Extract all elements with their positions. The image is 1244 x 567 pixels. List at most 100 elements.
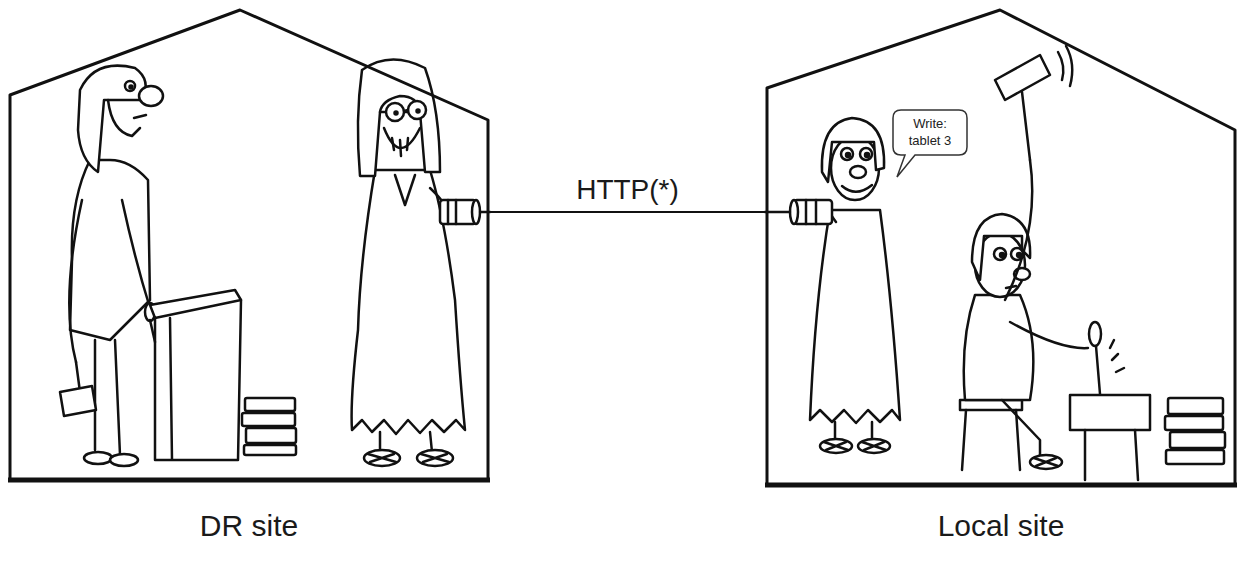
carver-figure-part — [1005, 160, 1032, 300]
carver-figure-part — [84, 452, 112, 464]
tablet-stack-part — [1166, 450, 1224, 464]
carver-figure-part — [1030, 455, 1062, 469]
caller-figure-part — [392, 138, 408, 156]
caller-figure-part — [352, 170, 465, 434]
stone-table-part — [1085, 430, 1138, 480]
house-walls — [767, 10, 1235, 485]
caller-figure-part — [850, 166, 866, 178]
tin-can-phone-part — [765, 211, 790, 214]
carver-figure — [60, 66, 163, 466]
caller-figure-part — [364, 450, 400, 466]
carver-figure-part — [1010, 322, 1088, 348]
carver-figure-part — [960, 400, 1022, 410]
tablet-stack-part — [242, 413, 295, 426]
tin-can-phone-part — [806, 200, 816, 224]
caller-figure-part — [404, 110, 408, 111]
stone-table-part — [1070, 395, 1150, 430]
string-line — [490, 211, 765, 213]
carver-figure-part — [964, 295, 1034, 400]
carver-figure-part — [995, 55, 1050, 100]
site-building: DR site — [8, 8, 490, 556]
bubble-shape — [893, 110, 967, 177]
site-name: Local site — [938, 508, 1065, 544]
carver-figure-part — [1058, 46, 1072, 86]
carver-figure-part — [1110, 340, 1124, 372]
carver-figure-part — [60, 386, 96, 416]
caller-figure — [352, 59, 465, 466]
caller-figure — [810, 118, 900, 453]
carver-figure-part — [95, 340, 120, 455]
tablet-stack-part — [246, 428, 296, 443]
site-building: Local site Write: tablet 3 — [765, 8, 1237, 556]
house-outline — [765, 8, 1237, 489]
caller-figure-part — [386, 103, 404, 121]
caller-figure-part — [858, 439, 890, 453]
carver-figure-part — [78, 66, 146, 172]
tin-can-phone — [765, 200, 832, 224]
caller-figure-part — [865, 153, 869, 157]
caller-figure-part — [384, 128, 420, 148]
caller-figure-part — [846, 153, 850, 157]
site-name: DR site — [200, 508, 298, 544]
caller-figure-part — [358, 59, 440, 176]
house-floor — [8, 478, 490, 483]
speech-text: Write: tablet 3 — [901, 116, 959, 149]
tablet-stack-part — [1168, 398, 1223, 414]
carver-figure-part — [122, 200, 150, 308]
stone-table — [150, 290, 241, 460]
carver-figure-part — [69, 200, 82, 362]
house-outline — [8, 8, 490, 484]
stone-table — [1070, 395, 1150, 480]
carver-figure-part — [134, 115, 146, 118]
carver-figure-part — [130, 86, 133, 89]
caller-figure-part — [368, 454, 396, 462]
carver-figure-part — [1089, 322, 1101, 346]
caller-figure-part — [822, 118, 884, 182]
caller-figure-part — [421, 454, 449, 462]
caller-figure-part — [831, 136, 879, 200]
stone-table-part — [155, 300, 241, 460]
house-floor — [765, 483, 1237, 488]
carver-figure-part — [110, 454, 138, 466]
protocol-label: HTTP(*) — [572, 174, 683, 206]
carver-figure-part — [962, 410, 1020, 470]
caller-figure-part — [862, 442, 886, 450]
stone-table-part — [150, 290, 241, 318]
tin-can-phone — [440, 200, 490, 224]
caller-figure-part — [810, 210, 900, 423]
tin-can-phone-part — [448, 200, 456, 224]
carver-figure-part — [1000, 253, 1004, 257]
carver-figure-part — [1034, 458, 1058, 466]
caller-figure-part — [395, 112, 398, 115]
speech-bubble: Write: tablet 3 — [893, 110, 967, 155]
tablet-stack-part — [244, 445, 296, 455]
tin-can-phone-part — [794, 200, 832, 224]
tin-can-phone-part — [440, 200, 476, 224]
caller-figure-part — [842, 185, 872, 192]
caller-figure-part — [835, 422, 872, 440]
tablet-stack — [242, 398, 296, 455]
carver-figure-part — [139, 86, 163, 106]
carver-figure-part — [972, 214, 1030, 280]
carver-figure-part — [1002, 400, 1040, 458]
house-walls — [10, 10, 488, 480]
caller-figure-part — [380, 432, 432, 452]
carver-figure-part — [1022, 92, 1030, 160]
caller-figure-part — [417, 450, 453, 466]
tablet-stack-part — [1165, 416, 1223, 430]
tablet-stack — [1165, 398, 1225, 464]
tablet-stack-part — [245, 398, 295, 411]
caller-figure-part — [824, 442, 848, 450]
caller-figure-part — [841, 148, 853, 160]
carver-figure-part — [994, 248, 1006, 260]
carver-figure-part — [125, 81, 135, 91]
carver-figure-part — [1017, 253, 1021, 257]
caller-figure-part — [417, 110, 420, 113]
caller-figure-part — [820, 439, 852, 453]
carver-figure-part — [1096, 346, 1100, 394]
carver-figure-part — [70, 160, 150, 340]
caller-figure-part — [395, 175, 415, 205]
caller-figure-part — [408, 101, 426, 119]
caller-figure-part — [860, 148, 872, 160]
